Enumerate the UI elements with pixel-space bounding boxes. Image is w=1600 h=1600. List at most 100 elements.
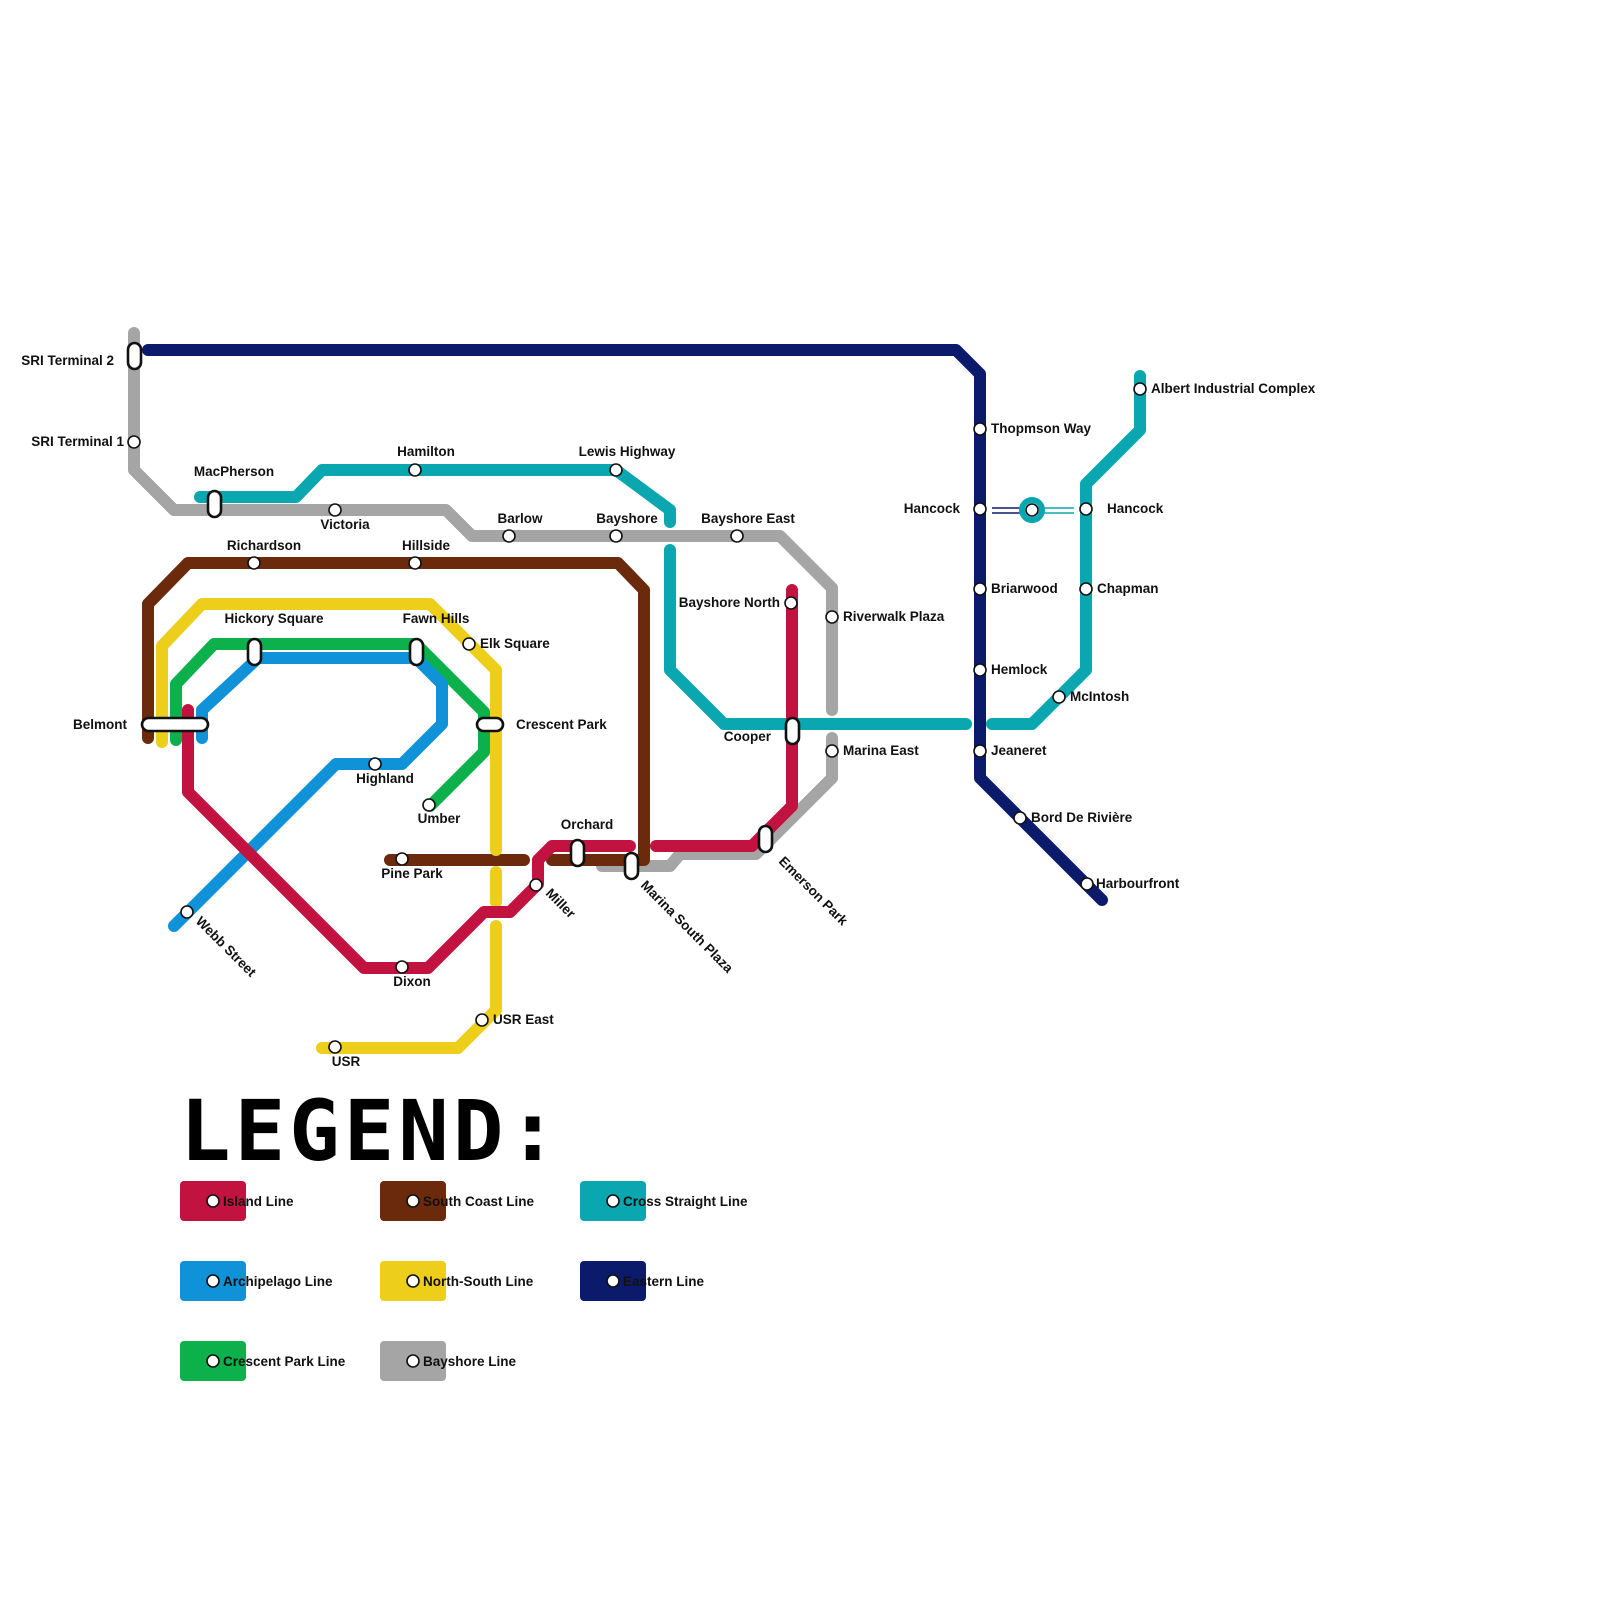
marina-east-station[interactable] [825,744,839,758]
victoria-station[interactable] [328,503,342,517]
dixon-station[interactable] [395,960,409,974]
bayshore-line-path-east [596,732,838,872]
hillside-station[interactable] [408,556,422,570]
crescent-park-station[interactable] [475,716,505,733]
marina-south-plaza-station[interactable] [623,851,640,881]
briarwood-station[interactable] [973,582,987,596]
victoria-label: Victoria [320,517,370,532]
legend-item: Island Line [180,1181,294,1221]
hemlock-station[interactable] [973,663,987,677]
legend-label: Crescent Park Line [223,1354,346,1369]
hancock-west-station[interactable] [973,502,987,516]
cross-straight-line-path-east [986,370,1146,730]
richardson-station[interactable] [247,556,261,570]
mcintosh-station[interactable] [1052,690,1066,704]
barlow-station[interactable] [502,529,516,543]
legend-label: Island Line [223,1194,294,1209]
highland-label: Highland [356,771,414,786]
bayshore-line-path [128,327,838,716]
macpherson-label: MacPherson [194,464,274,479]
macpherson-station[interactable] [206,489,223,519]
emerson-park-station[interactable] [757,824,774,854]
hickory-square-station[interactable] [246,637,263,667]
richardson-label: Richardson [227,538,301,553]
legend-label: North-South Line [423,1274,534,1289]
miller-station[interactable] [529,878,543,892]
legend-label: South Coast Line [423,1194,534,1209]
cross-straight-line-path [194,464,676,528]
pine-park-station[interactable] [395,852,409,866]
hancock-east-label: Hancock [1107,501,1164,516]
harbourfront-label: Harbourfront [1096,876,1180,891]
north-south-line-path-south [316,920,502,1054]
lewis-highway-label: Lewis Highway [579,444,676,459]
hancock-interchange-ring [1019,497,1045,523]
legend-item: Crescent Park Line [180,1341,346,1381]
highland-station[interactable] [368,757,382,771]
harbourfront-station[interactable] [1080,877,1094,891]
lewis-highway-station[interactable] [609,463,623,477]
usr-east-station[interactable] [475,1013,489,1027]
hancock-interchange-station[interactable] [1025,503,1039,517]
bayshore-east-station[interactable] [730,529,744,543]
webb-street-label: Webb Street [193,914,259,980]
hancock-east-station[interactable] [1079,502,1093,516]
bord-de-riviere-station[interactable] [1013,811,1027,825]
jeaneret-station[interactable] [973,744,987,758]
mcintosh-label: McIntosh [1070,689,1129,704]
north-south-line-path [156,598,502,856]
hillside-label: Hillside [402,538,451,553]
emerson-park-label: Emerson Park [776,854,851,929]
fawn-hills-station[interactable] [408,637,425,667]
dixon-label: Dixon [393,974,431,989]
cooper-station[interactable] [784,716,801,746]
sri-terminal-2-label: SRI Terminal 2 [21,353,114,368]
island-line-path [182,704,636,974]
legend-item: Cross Straight Line [580,1181,748,1221]
sri-terminal-2-station[interactable] [126,341,143,371]
legend-item: Archipelago Line [180,1261,333,1301]
sri-terminal-1-station[interactable] [127,435,141,449]
jeaneret-label: Jeaneret [991,743,1047,758]
legend-title: LEGEND: [180,1082,562,1180]
riverwalk-plaza-station[interactable] [825,610,839,624]
usr-east-label: USR East [493,1012,554,1027]
belmont-label: Belmont [73,717,128,732]
legend-station-icon [606,1274,620,1288]
legend-label: Archipelago Line [223,1274,333,1289]
legend-station-icon [406,1354,420,1368]
legend-item: North-South Line [380,1261,534,1301]
marina-south-plaza-label: Marina South Plaza [638,878,736,976]
briarwood-label: Briarwood [991,581,1058,596]
belmont-station[interactable] [140,716,210,733]
legend-label: Cross Straight Line [623,1194,748,1209]
albert-industrial-complex-station[interactable] [1133,382,1147,396]
island-line-path-east [650,584,798,852]
legend-label: Bayshore Line [423,1354,517,1369]
usr-label: USR [332,1054,361,1069]
riverwalk-plaza-label: Riverwalk Plaza [843,609,945,624]
legend-station-icon [206,1274,220,1288]
bayshore-station[interactable] [609,529,623,543]
webb-street-station[interactable] [180,905,194,919]
elk-square-station[interactable] [462,637,476,651]
south-coast-line-path [142,557,650,866]
orchard-station[interactable] [569,838,586,868]
hamilton-label: Hamilton [397,444,455,459]
bayshore-north-station[interactable] [784,596,798,610]
thompson-way-station[interactable] [973,422,987,436]
legend-station-icon [406,1194,420,1208]
bord-de-riviere-label: Bord De Rivière [1031,810,1133,825]
chapman-station[interactable] [1079,582,1093,596]
cross-straight-line-path-middle [664,544,972,730]
hamilton-station[interactable] [408,463,422,477]
fawn-hills-label: Fawn Hills [403,611,470,626]
umber-station[interactable] [422,798,436,812]
barlow-label: Barlow [497,511,543,526]
legend-station-icon [206,1194,220,1208]
elk-square-label: Elk Square [480,636,550,651]
hancock-west-label: Hancock [904,501,961,516]
usr-station[interactable] [328,1040,342,1054]
legend-station-icon [606,1194,620,1208]
